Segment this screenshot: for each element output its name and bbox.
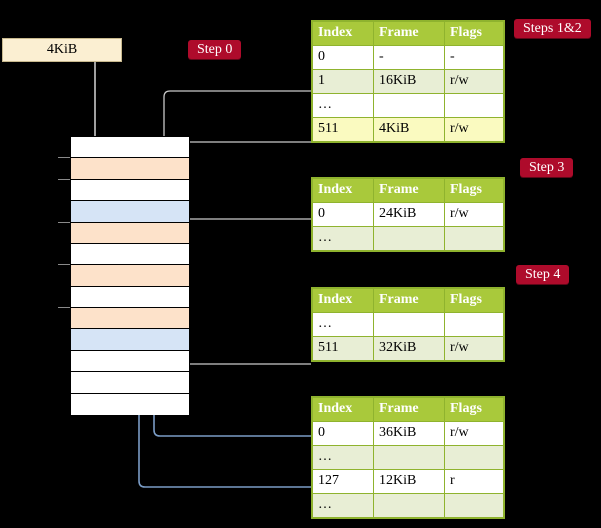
physical-memory-column bbox=[70, 136, 190, 415]
memory-frame-row bbox=[71, 265, 189, 287]
wire-step-3 bbox=[174, 218, 311, 256]
cell-flags bbox=[444, 225, 504, 251]
cell-index: 127 bbox=[312, 468, 374, 494]
memory-frame-row bbox=[71, 137, 189, 159]
memory-row-tick bbox=[58, 307, 70, 309]
source-frame-box: 4KiB bbox=[2, 38, 122, 62]
column-header-index: Index bbox=[312, 288, 374, 313]
wire-l4-to-memory bbox=[174, 141, 311, 162]
cell-frame: 4KiB bbox=[373, 116, 445, 142]
cell-index: 0 bbox=[312, 44, 374, 70]
cell-flags bbox=[444, 311, 504, 337]
cell-flags bbox=[444, 92, 504, 118]
cell-flags bbox=[444, 444, 504, 470]
column-header-flags: Flags bbox=[444, 178, 504, 203]
column-header-frame: Frame bbox=[373, 397, 445, 422]
table-row[interactable]: … bbox=[312, 311, 504, 337]
cell-index: 511 bbox=[312, 335, 374, 361]
cell-flags: r/w bbox=[444, 335, 504, 361]
cell-frame bbox=[373, 225, 445, 251]
cell-frame bbox=[373, 92, 445, 118]
cell-flags: r/w bbox=[444, 201, 504, 227]
cell-flags: r/w bbox=[444, 116, 504, 142]
memory-row-tick bbox=[58, 221, 70, 223]
cell-index: 0 bbox=[312, 420, 374, 446]
column-header-frame: Frame bbox=[373, 288, 445, 313]
cell-index: 0 bbox=[312, 201, 374, 227]
badge-step-0: Step 0 bbox=[188, 40, 242, 59]
memory-row-tick bbox=[58, 178, 70, 180]
cell-index: … bbox=[312, 444, 374, 470]
badge-steps-1-2: Steps 1&2 bbox=[514, 19, 591, 38]
memory-row-tick bbox=[58, 157, 70, 159]
table-row[interactable]: … bbox=[312, 492, 504, 518]
source-frame-label: 4KiB bbox=[46, 42, 78, 57]
cell-frame: 16KiB bbox=[373, 68, 445, 94]
cell-index: 511 bbox=[312, 116, 374, 142]
column-header-flags: Flags bbox=[444, 288, 504, 313]
memory-frame-row bbox=[71, 393, 189, 415]
badge-step-3: Step 3 bbox=[520, 158, 574, 177]
cell-index: … bbox=[312, 311, 374, 337]
memory-frame-row bbox=[71, 329, 189, 351]
memory-frame-row bbox=[71, 350, 189, 373]
memory-row-tick bbox=[58, 264, 70, 266]
table-row[interactable]: … bbox=[312, 92, 504, 118]
cell-index: 1 bbox=[312, 68, 374, 94]
column-header-frame: Frame bbox=[373, 178, 445, 203]
cell-flags bbox=[444, 492, 504, 518]
cell-frame: 12KiB bbox=[373, 468, 445, 494]
cell-frame: 32KiB bbox=[373, 335, 445, 361]
column-header-flags: Flags bbox=[444, 21, 504, 46]
table-row[interactable]: … bbox=[312, 225, 504, 251]
cell-frame: 24KiB bbox=[373, 201, 445, 227]
table-row[interactable]: 0-- bbox=[312, 44, 504, 70]
column-header-index: Index bbox=[312, 397, 374, 422]
cell-frame bbox=[373, 311, 445, 337]
cell-index: … bbox=[312, 225, 374, 251]
memory-frame-row bbox=[71, 222, 189, 244]
memory-frame-row bbox=[71, 158, 189, 180]
badge-step-4: Step 4 bbox=[516, 265, 570, 284]
memory-frame-row bbox=[71, 286, 189, 308]
cell-flags: r bbox=[444, 468, 504, 494]
memory-frame-row bbox=[71, 243, 189, 266]
cell-flags: r/w bbox=[444, 68, 504, 94]
cell-frame bbox=[373, 444, 445, 470]
cell-frame bbox=[373, 492, 445, 518]
cell-frame: - bbox=[373, 44, 445, 70]
table-row[interactable]: … bbox=[312, 444, 504, 470]
column-header-index: Index bbox=[312, 21, 374, 46]
memory-frame-row bbox=[71, 372, 189, 394]
column-header-flags: Flags bbox=[444, 397, 504, 422]
cell-flags: r/w bbox=[444, 420, 504, 446]
wire-step-4 bbox=[173, 308, 311, 365]
cell-frame: 36KiB bbox=[373, 420, 445, 446]
memory-frame-row bbox=[71, 201, 189, 223]
cell-flags: - bbox=[444, 44, 504, 70]
memory-frame-row bbox=[71, 179, 189, 202]
cell-index: … bbox=[312, 492, 374, 518]
column-header-index: Index bbox=[312, 178, 374, 203]
cell-index: … bbox=[312, 92, 374, 118]
memory-frame-row bbox=[71, 308, 189, 330]
column-header-frame: Frame bbox=[373, 21, 445, 46]
